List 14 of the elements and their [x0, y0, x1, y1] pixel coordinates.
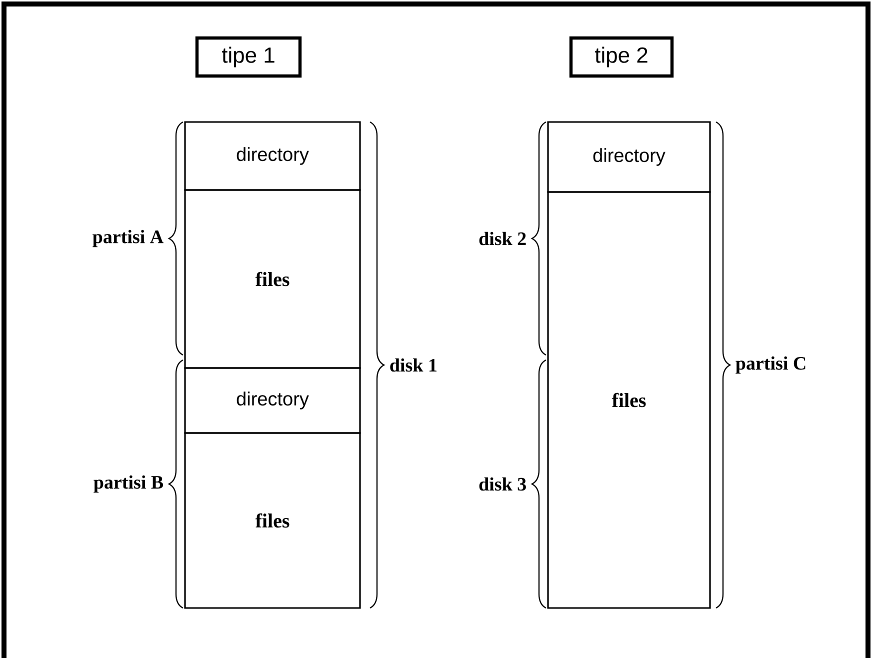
directory-cell: directory: [184, 367, 361, 434]
files-cell: files: [184, 432, 361, 609]
brace-label: partisi A: [92, 230, 164, 248]
brace-label: disk 3: [479, 477, 526, 491]
directory-cell: directory: [547, 121, 711, 193]
brace-label: partisi C: [736, 356, 806, 374]
brace-label: partisi B: [94, 475, 164, 493]
directory-cell: directory: [184, 121, 361, 191]
title-box: tipe 2: [569, 36, 674, 78]
files-cell: files: [184, 189, 361, 369]
title-box: tipe 1: [195, 36, 302, 78]
files-cell: files: [547, 191, 711, 609]
brace-label: disk 2: [479, 232, 526, 246]
brace-label: disk 1: [390, 358, 436, 372]
